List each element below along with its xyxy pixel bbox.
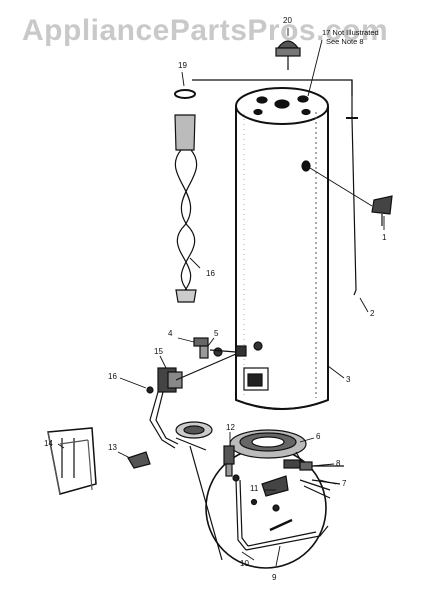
callout-20: 20	[283, 16, 292, 25]
callout-9: 9	[272, 573, 277, 582]
small-burner	[175, 421, 213, 439]
part-8-fitting	[299, 461, 344, 485]
part-14-door	[47, 427, 97, 495]
part-18-anode	[174, 89, 198, 303]
note-line-2: See Note 8	[326, 37, 364, 46]
callout-6: 6	[316, 432, 321, 441]
callout-1: 1	[382, 233, 387, 242]
callout-4: 4	[168, 329, 173, 338]
part-15-gas-valve	[146, 353, 237, 449]
part-1-valve	[371, 195, 393, 226]
callout-18: 16	[206, 269, 215, 278]
callout-12: 12	[226, 423, 235, 432]
callout-7: 7	[342, 479, 347, 488]
part-5-drain	[193, 337, 263, 359]
callout-11: 11	[250, 484, 259, 493]
callout-10: 10	[240, 559, 249, 568]
part-11-bracket	[250, 475, 289, 512]
callout-14: 14	[44, 439, 53, 448]
callout-2: 2	[370, 309, 375, 318]
callout-15: 15	[154, 347, 163, 356]
part-9-10-tubes	[235, 479, 331, 551]
tank	[235, 87, 329, 410]
part-20-cap	[275, 40, 301, 70]
callout-8: 8	[336, 459, 341, 468]
callout-3: 3	[346, 375, 351, 384]
part-2-tube	[346, 117, 358, 296]
part-13-bracket	[127, 451, 151, 469]
part-6-burner	[229, 429, 307, 469]
callout-19: 19	[178, 61, 187, 70]
note-line-1: 17 Not Illustrated	[322, 28, 379, 37]
note-text: 17 Not Illustrated See Note 8	[322, 28, 379, 46]
callout-16: 16	[108, 372, 117, 381]
callout-13: 13	[108, 443, 117, 452]
callout-5: 5	[214, 329, 219, 338]
watermark: AppliancePartsPros.com	[22, 14, 389, 47]
